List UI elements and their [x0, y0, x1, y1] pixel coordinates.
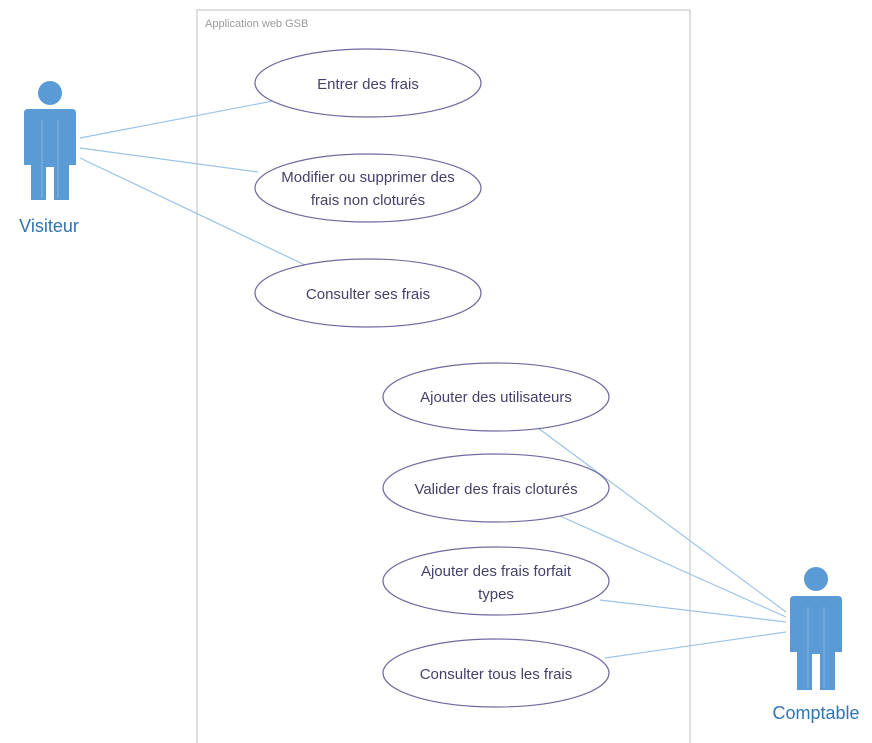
- use-case-ajouter-forfait-types[interactable]: Ajouter des frais forfait types: [382, 546, 610, 616]
- association-line: [599, 599, 787, 623]
- use-case-label: Consulter tous les frais: [420, 666, 573, 683]
- association-line: [79, 157, 306, 266]
- actor-label-visiteur: Visiteur: [19, 216, 79, 236]
- comptable-associations: [537, 427, 787, 659]
- actor-body-icon: [790, 596, 842, 690]
- use-case-label: Entrer des frais: [317, 76, 419, 93]
- use-case-consulter-tous-frais[interactable]: Consulter tous les frais: [382, 638, 610, 708]
- use-case-ellipse: [382, 362, 610, 432]
- use-case-label: Valider des frais cloturés: [414, 481, 577, 498]
- use-case-ellipse: [254, 258, 482, 328]
- actor-label-comptable: Comptable: [772, 703, 859, 723]
- use-case-label: Ajouter des utilisateurs: [420, 389, 572, 406]
- actor-visiteur[interactable]: [24, 81, 76, 200]
- use-case-label: frais non cloturés: [311, 192, 425, 209]
- use-case-valider-frais[interactable]: Valider des frais cloturés: [382, 453, 610, 523]
- use-case-label: Consulter ses frais: [306, 286, 430, 303]
- use-case-ellipse: [254, 153, 482, 223]
- use-case-ellipse: [382, 638, 610, 708]
- actor-head: [38, 81, 62, 105]
- use-case-ellipse: [382, 546, 610, 616]
- use-case-label: types: [478, 586, 514, 603]
- actor-comptable[interactable]: [790, 567, 842, 690]
- use-case-modifier-supprimer[interactable]: Modifier ou supprimer des frais non clot…: [254, 153, 482, 223]
- use-case-consulter-ses-frais[interactable]: Consulter ses frais: [254, 258, 482, 328]
- use-case-entrer-des-frais[interactable]: Entrer des frais: [254, 48, 482, 118]
- use-case-label: Modifier ou supprimer des: [281, 169, 454, 186]
- association-line: [79, 100, 274, 139]
- actor-head: [804, 567, 828, 591]
- visiteur-associations: [79, 100, 306, 266]
- association-line: [559, 515, 787, 618]
- association-line: [79, 147, 259, 173]
- system-title: Application web GSB: [205, 18, 308, 30]
- association-line: [604, 631, 787, 659]
- use-case-ajouter-utilisateurs[interactable]: Ajouter des utilisateurs: [382, 362, 610, 432]
- actor-body-icon: [24, 109, 76, 200]
- use-case-label: Ajouter des frais forfait: [421, 563, 572, 580]
- use-case-ellipse: [254, 48, 482, 118]
- use-case-ellipse: [382, 453, 610, 523]
- association-line: [537, 427, 787, 613]
- system-boundary: [196, 9, 691, 743]
